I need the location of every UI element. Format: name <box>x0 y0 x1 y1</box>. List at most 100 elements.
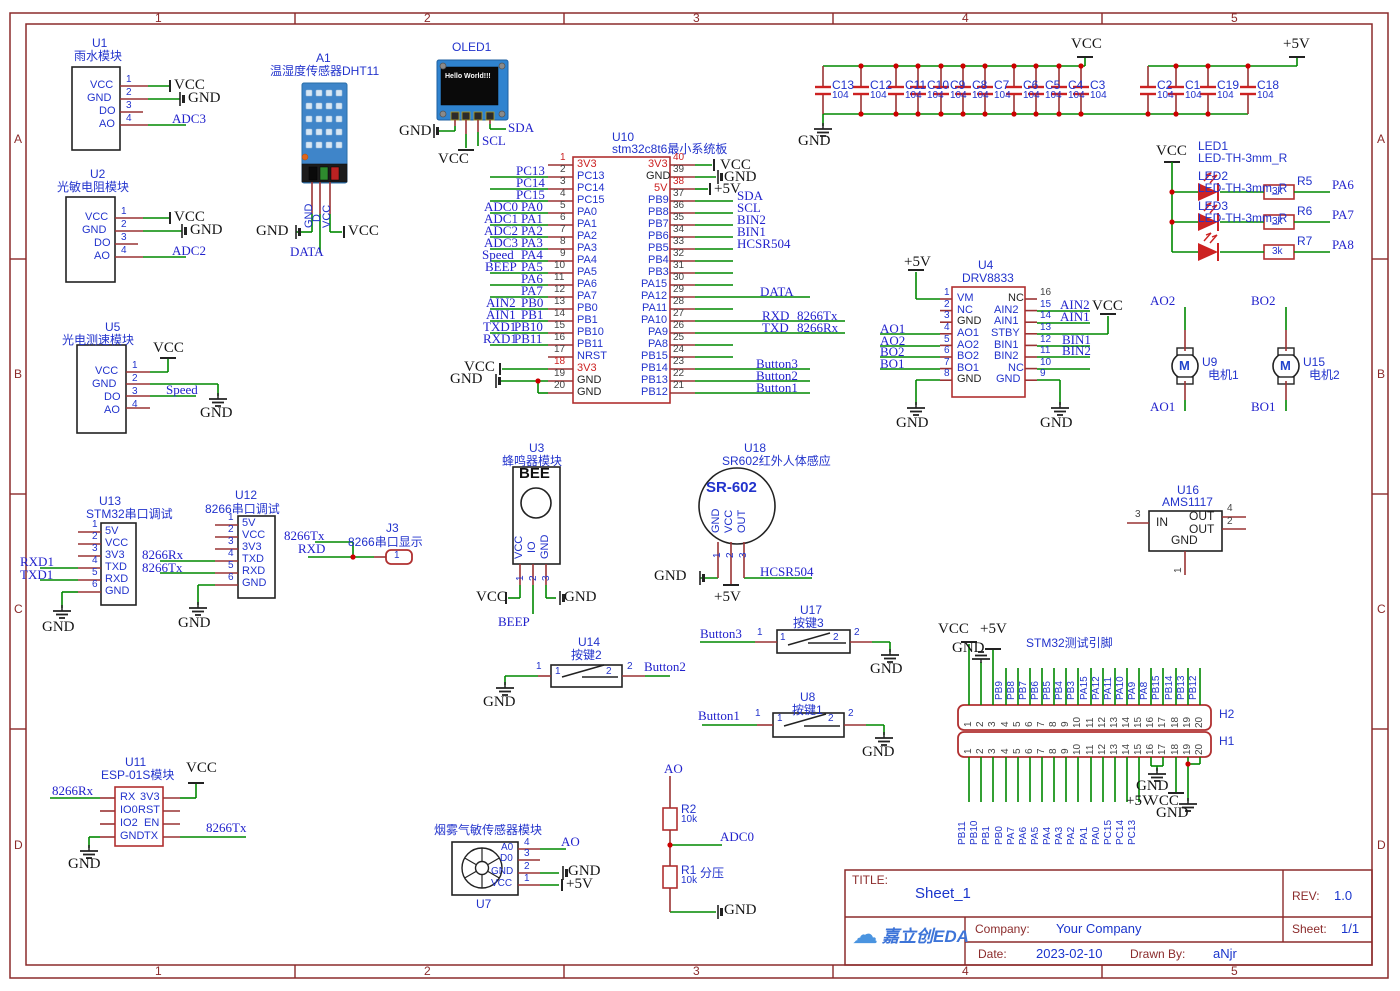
power-label: GND <box>1040 415 1073 431</box>
pin-name: GND <box>120 830 145 842</box>
pin-number: 13 <box>1040 322 1052 333</box>
pin-name: DO <box>94 237 111 249</box>
net-label: Button3 <box>700 626 742 641</box>
refdes-label: STM32串口调试 <box>86 507 173 521</box>
power-label: VCC <box>938 621 969 637</box>
pin-number: PB13 <box>1176 675 1187 700</box>
power-label: VCC <box>1148 793 1179 809</box>
pin-number: 14 <box>1040 310 1052 321</box>
net-label: Speed <box>166 382 198 397</box>
refdes-label: 8266串口显示 <box>348 535 423 549</box>
power-label: +5V <box>904 254 931 270</box>
pin-number: 3 <box>738 552 749 558</box>
pin-name: PA0 <box>577 206 597 218</box>
pin-number: 16 <box>1145 716 1156 728</box>
pin-number: 1 <box>555 666 561 677</box>
pin-number: 30 <box>673 272 685 283</box>
pin-number: PB1 <box>981 826 992 845</box>
pin-number: 9 <box>560 248 566 259</box>
pin-number: 10 <box>1072 716 1083 728</box>
refdes-label: C1 <box>1185 78 1201 92</box>
pin-name: GND <box>92 378 117 390</box>
pin-number: 2 <box>1227 516 1233 527</box>
pin-name: NC <box>957 304 973 316</box>
refdes-label: J3 <box>386 521 399 535</box>
refdes-label: 电机2 <box>1309 368 1340 382</box>
refdes-label: 8266串口调试 <box>205 502 280 516</box>
pin-number: 13 <box>554 296 566 307</box>
cloud-icon: ☁ <box>852 919 878 949</box>
pin-name: PB15 <box>641 350 668 362</box>
pin-number: PB15 <box>1151 675 1162 700</box>
refdes-label: C13 <box>832 78 855 92</box>
value-label: 3k <box>1272 246 1283 257</box>
pin-number: 37 <box>673 188 685 199</box>
power-label: +5V <box>566 876 593 892</box>
frame-label: B <box>14 367 23 381</box>
frame-label: C <box>1377 602 1386 616</box>
pin-number: 6 <box>944 345 950 356</box>
net-label: BO1 <box>1251 399 1276 414</box>
power-label: GND <box>178 615 211 631</box>
net-label: BO1 <box>880 356 905 371</box>
net-label: ADC1 <box>484 211 518 226</box>
pin-name: VCC <box>723 509 735 533</box>
pin-number: 2 <box>725 552 736 558</box>
pin-number: 18 <box>1170 716 1181 728</box>
pin-name: 3V3 <box>577 362 597 374</box>
pin-name: PA4 <box>577 254 597 266</box>
value-label: GND <box>491 866 514 877</box>
pin-name: PB13 <box>641 374 668 386</box>
pin-number: 1 <box>755 708 761 719</box>
pin-number: 3 <box>987 721 998 727</box>
net-label: 8266Tx <box>142 560 183 575</box>
refdes-label: OLED1 <box>452 40 492 54</box>
net-label: PA1 <box>521 211 543 226</box>
pin-name: PB0 <box>577 302 598 314</box>
net-label: PB10 <box>514 319 543 334</box>
value-label: 104 <box>1257 90 1274 101</box>
power-label: VCC <box>1071 36 1102 52</box>
pin-number: 2 <box>848 708 854 719</box>
refdes-label: 分压 <box>700 866 725 880</box>
pin-number: 38 <box>673 176 685 187</box>
power-label: GND <box>483 694 516 710</box>
pin-number: PB11 <box>957 821 968 845</box>
power-label: VCC <box>464 359 495 375</box>
pin-number: 36 <box>673 200 685 211</box>
pin-number: 5 <box>944 334 950 345</box>
pin-number: 35 <box>673 212 685 223</box>
pin-name: DO <box>104 391 121 403</box>
refdes-label: U10 <box>612 130 635 144</box>
refdes-label: AMS1117 <box>1162 495 1213 509</box>
pin-number: 3 <box>228 536 234 547</box>
refdes-label: SR602红外人体感应 <box>722 454 831 468</box>
pin-number: 4 <box>126 113 132 124</box>
pin-number: 1 <box>536 661 542 672</box>
pin-name: PB6 <box>648 230 669 242</box>
frame-label: 4 <box>962 964 969 978</box>
pin-number: 5 <box>228 560 234 571</box>
pin-number: 3 <box>560 176 566 187</box>
refdes-label: U3 <box>529 441 545 455</box>
pin-name: GND <box>105 585 130 597</box>
refdes-label: U15 <box>1303 355 1326 369</box>
refdes-label: 烟雾气敏传感器模块 <box>434 823 543 837</box>
refdes-label: U5 <box>105 320 121 334</box>
pin-number: 20 <box>554 380 566 391</box>
pin-number: 14 <box>554 308 566 319</box>
pin-number: 5 <box>1012 721 1023 727</box>
pin-number: PB7 <box>1018 681 1029 700</box>
net-label: ADC0 <box>484 199 518 214</box>
pin-name: EN <box>144 817 160 829</box>
pin-number: PB3 <box>1066 681 1077 700</box>
pin-number: 31 <box>673 260 685 271</box>
net-label: AIN2 <box>486 295 516 310</box>
pin-name: VCC <box>513 535 525 559</box>
net-label: 8266Rx <box>797 320 839 335</box>
power-label: GND <box>190 222 223 238</box>
pin-name: IO <box>526 541 538 553</box>
pin-name: GND <box>82 224 107 236</box>
